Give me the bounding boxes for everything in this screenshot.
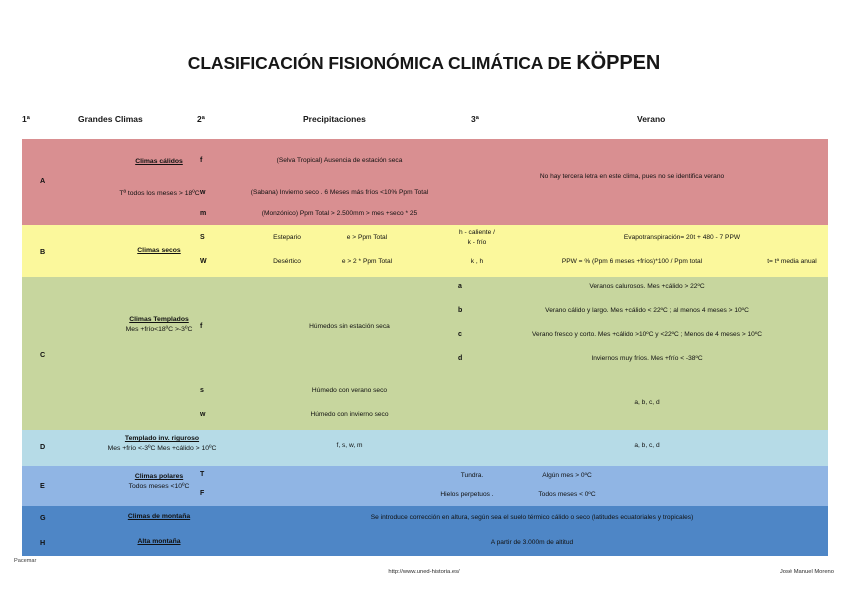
table-row-d: D Templado inv. riguroso Mes +frío <-3ºC… (22, 430, 828, 466)
page-title: CLASIFICACIÓN FISIONÓMICA CLIMÁTICA DE K… (0, 52, 848, 75)
group-label-h: Alta montaña (64, 537, 254, 547)
header-col-grandes-climas: Grandes Climas (78, 114, 143, 124)
class-letter-e: E (40, 481, 45, 490)
group-label-g: Climas de montaña (64, 512, 254, 522)
summer-b-w-extra: t= tª media anual (767, 258, 817, 265)
summer-b-w: PPW = % (Ppm 6 meses +fríos)*100 / Ppm t… (561, 258, 703, 265)
group-title-a: Climas cálidos (135, 158, 183, 165)
third-c-a: a (458, 283, 462, 290)
header-col-3: 3ª (471, 114, 479, 124)
code-b-w: W (200, 258, 207, 265)
precip-c-f: Húmedos sin estación seca (309, 323, 390, 330)
third-e-t-label: Tundra. (460, 472, 484, 479)
summer-c-a: Veranos calurosos. Mes +cálido > 22ºC (589, 283, 705, 290)
third-b-s-line2: k - frío (467, 239, 487, 246)
column-header-row: 1ª Grandes Climas 2ª Precipitaciones 3ª … (0, 112, 848, 132)
detail-g: Se introduce corrección en altura, según… (370, 514, 694, 521)
precip-b-s-name: Estepario (273, 234, 301, 241)
group-title-d: Templado inv. riguroso (124, 435, 200, 442)
code-e-t: T (200, 471, 205, 478)
precip-b-w-name: Desértico (273, 258, 301, 265)
summer-c-c: Verano fresco y corto. Mes +cálido >10ºC… (531, 331, 763, 338)
table-row-c: C Climas Templados Mes +frío<18ºC >-3ºC … (22, 277, 828, 430)
group-sub-a: Tª todos los meses > 18ºC (62, 189, 257, 199)
precip-c-w: Húmedo con invierno seco (310, 411, 389, 418)
group-sub-text-e: Todos meses <10ºC (128, 482, 190, 490)
summer-b-s: Evapotranspiración= 20t + 480 - 7 PPW (623, 234, 741, 241)
class-letter-d: D (40, 442, 46, 451)
group-title-h: Alta montaña (137, 538, 181, 545)
code-c-s: s (200, 387, 204, 394)
detail-h: A partir de 3.000m de altitud (490, 539, 574, 546)
header-col-verano: Verano (637, 114, 666, 124)
class-letter-c: C (40, 350, 46, 359)
code-a-f: f (200, 157, 203, 164)
summer-c-b: Verano cálido y largo. Mes +cálido < 22º… (545, 307, 749, 314)
summer-c-sw: a, b, c, d (634, 399, 660, 406)
page-title-emphasis: KÖPPEN (576, 52, 661, 74)
group-label-d: Templado inv. riguroso Mes +frío <-3ºC M… (42, 434, 282, 454)
precip-a-m: (Monzónico) Ppm Total > 2.500mm > mes +s… (261, 210, 418, 217)
group-sub-text-d: Mes +frío <-3ºC Mes +cálido > 10ºC (107, 444, 217, 452)
group-label-b: Climas secos (74, 246, 244, 256)
class-letter-g: G (40, 513, 46, 522)
group-title-c: Climas Templados (129, 316, 189, 323)
third-e-f-cond: Todos meses < 0ºC (538, 491, 596, 498)
third-c-b: b (458, 307, 463, 314)
third-b-w: k , h (470, 258, 484, 265)
third-b-s-line1: h - caliente / (459, 229, 495, 236)
third-c-d: d (458, 355, 463, 362)
table-row-b: B Climas secos S W Estepario e > Ppm Tot… (22, 225, 828, 277)
precip-d: f, s, w, m (336, 442, 363, 449)
class-letter-b: B (40, 247, 46, 256)
class-letter-h: H (40, 538, 46, 547)
code-a-w: w (200, 189, 206, 196)
precip-a-f: (Selva Tropical) Ausencia de estación se… (276, 157, 403, 164)
climate-table: A Climas cálidos Tª todos los meses > 18… (22, 139, 828, 556)
group-label-c: Climas Templados Mes +frío<18ºC >-3ºC (64, 315, 254, 335)
group-title-e: Climas polares (134, 473, 184, 480)
precip-b-s-cond: e > Ppm Total (346, 234, 388, 241)
third-e-f-label: Hielos perpetuos . (440, 491, 494, 498)
header-col-precipitaciones: Precipitaciones (303, 114, 366, 124)
group-title-b: Climas secos (137, 247, 181, 254)
header-col-2: 2ª (197, 114, 205, 124)
code-c-w: w (200, 411, 206, 418)
code-c-f: f (200, 323, 203, 330)
summer-c-d: Inviernos muy fríos. Mes +frío < -38ºC (591, 355, 703, 362)
third-e-t-cond: Algún mes > 0ºC (542, 472, 592, 479)
precip-b-w-cond: e > 2 * Ppm Total (341, 258, 393, 265)
summer-d: a, b, c, d (634, 442, 660, 449)
class-letter-a: A (40, 176, 46, 185)
summer-a: No hay tercera letra en este clima, pues… (539, 173, 725, 180)
group-label-a: Climas cálidos (74, 157, 244, 167)
precip-a-w: (Sabana) Invierno seco . 6 Meses más frí… (250, 189, 429, 196)
group-sub-text-c: Mes +frío<18ºC >-3ºC (125, 325, 193, 333)
footer-left-label: Pacemar (14, 558, 37, 564)
page-title-main: CLASIFICACIÓN FISIONÓMICA CLIMÁTICA DE (187, 53, 577, 73)
table-row-g: G Climas de montaña Se introduce correcc… (22, 506, 828, 531)
table-row-a: A Climas cálidos Tª todos los meses > 18… (22, 139, 828, 225)
footer-author: José Manuel Moreno (779, 569, 834, 575)
code-a-m: m (200, 210, 207, 217)
precip-c-s: Húmedo con verano seco (311, 387, 388, 394)
code-e-f: F (200, 490, 205, 497)
third-c-c: c (458, 331, 462, 338)
table-row-e: E Climas polares Todos meses <10ºC T F T… (22, 466, 828, 506)
header-col-1: 1ª (22, 114, 30, 124)
table-row-h: H Alta montaña A partir de 3.000m de alt… (22, 531, 828, 556)
group-title-g: Climas de montaña (127, 513, 191, 520)
group-label-e: Climas polares Todos meses <10ºC (64, 472, 254, 492)
code-b-s: S (200, 234, 205, 241)
group-sub-text-a: Tª todos los meses > 18ºC (119, 190, 200, 197)
footer-url[interactable]: http://www.uned-historia.es/ (388, 569, 460, 575)
